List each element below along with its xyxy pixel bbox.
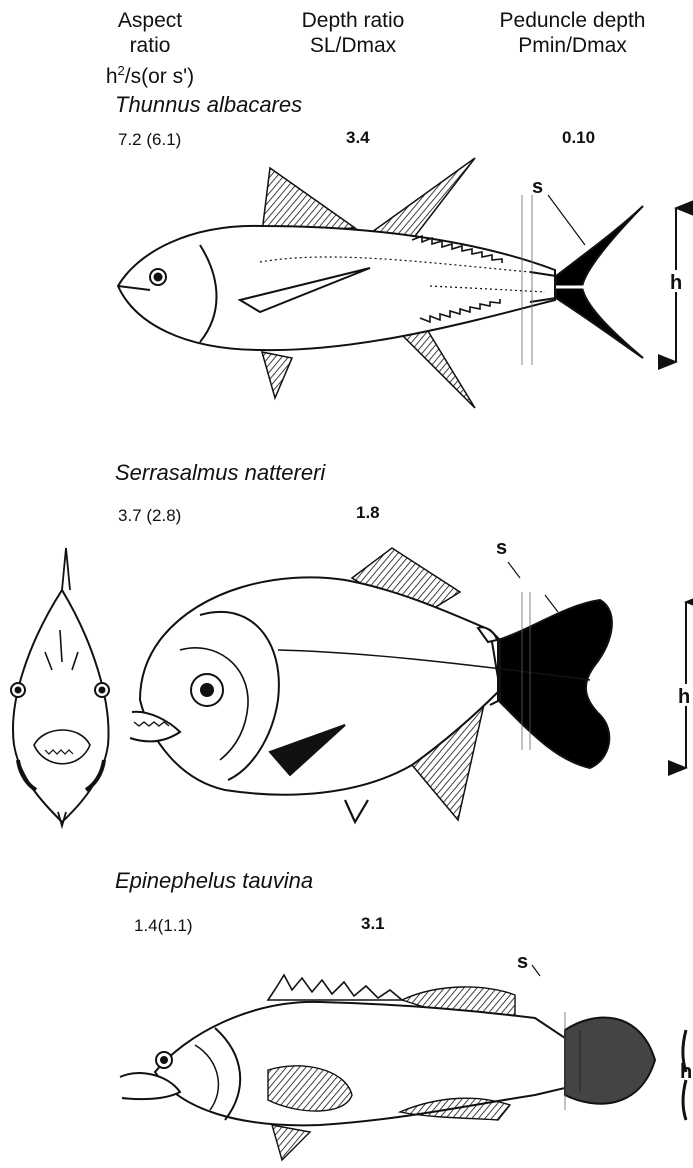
grouper-caudal-fin xyxy=(565,1018,655,1104)
piranha-figure xyxy=(130,548,686,822)
piranha-caudal-fin xyxy=(498,600,612,768)
piranha-span-leader xyxy=(508,562,520,578)
piranha-front-dorsal-spine xyxy=(62,548,70,590)
piranha-front-outline xyxy=(13,590,108,822)
tuna-figure xyxy=(118,158,676,408)
piranha-span-leader-2 xyxy=(545,595,558,612)
tuna-caudal-fin xyxy=(556,206,643,358)
tuna-second-dorsal-fin xyxy=(372,158,475,240)
piranha-pelvic-fin xyxy=(345,800,368,822)
tuna-pelvic-fin xyxy=(262,352,292,398)
grouper-figure xyxy=(120,965,686,1160)
grouper-span-label: s xyxy=(517,951,528,973)
tuna-height-label: h xyxy=(670,272,682,294)
grouper-pelvic-fin xyxy=(272,1125,310,1160)
piranha-front-view xyxy=(11,548,109,826)
grouper-height-label: h xyxy=(680,1061,692,1083)
piranha-height-label: h xyxy=(678,686,690,708)
tuna-span-leader xyxy=(548,195,585,245)
grouper-spiny-dorsal-fin xyxy=(268,975,402,1000)
tuna-span-label: s xyxy=(532,176,543,198)
tuna-body xyxy=(118,226,555,350)
tuna-first-dorsal-fin xyxy=(262,168,355,232)
grouper-span-leader xyxy=(532,965,540,976)
piranha-span-label: s xyxy=(496,537,507,559)
tuna-eye-pupil xyxy=(154,273,163,282)
